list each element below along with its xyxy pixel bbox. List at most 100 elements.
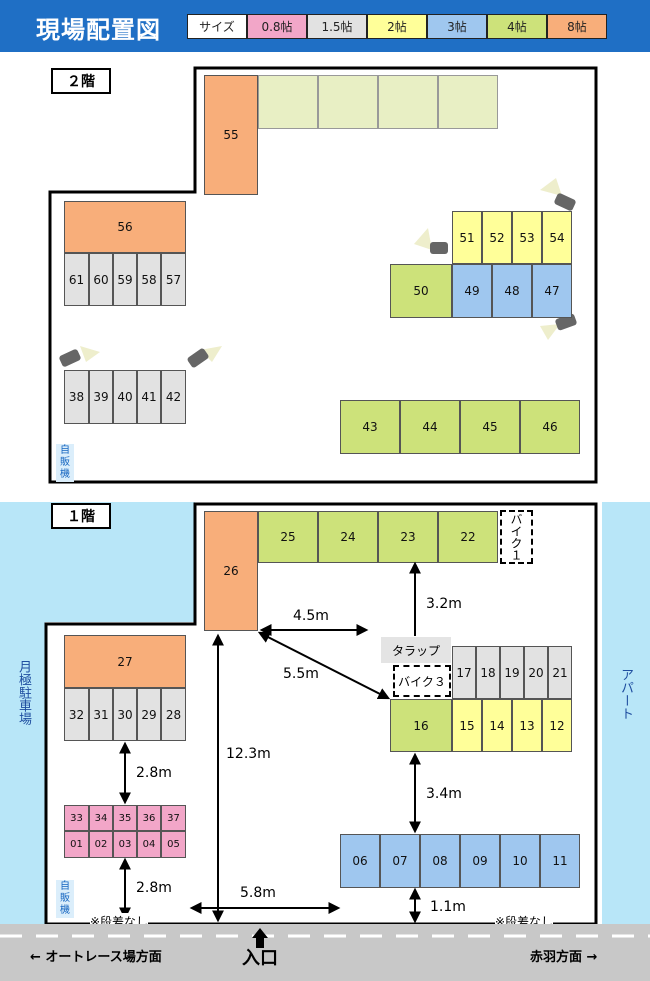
unit-32[interactable]: 32 xyxy=(64,688,89,741)
unit-22[interactable]: 22 xyxy=(438,511,498,563)
unit-43[interactable]: 43 xyxy=(340,400,400,454)
unit-55[interactable]: 55 xyxy=(204,75,258,195)
unit-05[interactable]: 05 xyxy=(161,831,186,858)
unit-52[interactable]: 52 xyxy=(482,211,512,264)
road-lane-marks xyxy=(0,928,650,948)
unit-47[interactable]: 47 xyxy=(532,264,572,318)
ladder-label: タラップ xyxy=(381,637,451,663)
vending-machine-floor2: 自販機 xyxy=(56,444,74,482)
legend-size: サイズ xyxy=(187,14,247,39)
measure-1-1m: 1.1m xyxy=(430,899,466,915)
unit-14[interactable]: 14 xyxy=(482,699,512,752)
measure-5-8m: 5.8m xyxy=(240,885,276,901)
unit-18[interactable]: 18 xyxy=(476,646,500,699)
spotlight-icon xyxy=(540,178,576,211)
measure-5-5m: 5.5m xyxy=(283,666,319,682)
measure-12-3m: 12.3m xyxy=(226,746,271,762)
spotlight-icon xyxy=(187,346,222,368)
unit-46[interactable]: 46 xyxy=(520,400,580,454)
spotlight-icon xyxy=(59,346,100,367)
unit-42[interactable]: 42 xyxy=(161,370,186,424)
vending-machine-floor1: 自販機 xyxy=(56,880,74,918)
unit-31[interactable]: 31 xyxy=(89,688,113,741)
unit-33[interactable]: 33 xyxy=(64,805,89,831)
bike-3-slot[interactable]: バイク３ xyxy=(393,665,451,697)
unit-08[interactable]: 08 xyxy=(420,834,460,888)
unit-03[interactable]: 03 xyxy=(113,831,137,858)
unit-10[interactable]: 10 xyxy=(500,834,540,888)
unit-21[interactable]: 21 xyxy=(548,646,572,699)
unit-41[interactable]: 41 xyxy=(137,370,161,424)
unit-12[interactable]: 12 xyxy=(542,699,572,752)
unit-04[interactable]: 04 xyxy=(137,831,161,858)
floor2-label: ２階 xyxy=(51,68,111,94)
unit-27[interactable]: 27 xyxy=(64,635,186,688)
unit-58[interactable]: 58 xyxy=(137,253,161,306)
unit-57[interactable]: 57 xyxy=(161,253,186,306)
unit-61[interactable]: 61 xyxy=(64,253,89,306)
measure-4-5m: 4.5m xyxy=(293,608,329,624)
entrance-label: 入口 xyxy=(242,948,278,969)
page-title: 現場配置図 xyxy=(36,16,161,44)
unit-07[interactable]: 07 xyxy=(380,834,420,888)
unit-59[interactable]: 59 xyxy=(113,253,137,306)
legend-8: 8帖 xyxy=(547,14,607,39)
measure-2-8m-top: 2.8m xyxy=(136,765,172,781)
unit-56[interactable]: 56 xyxy=(64,201,186,253)
unit-45[interactable]: 45 xyxy=(460,400,520,454)
road-right-direction: 赤羽方面 → xyxy=(530,950,598,965)
unit-28[interactable]: 28 xyxy=(161,688,186,741)
unit-29[interactable]: 29 xyxy=(137,688,161,741)
unit-13[interactable]: 13 xyxy=(512,699,542,752)
unit-48[interactable]: 48 xyxy=(492,264,532,318)
apartment-area xyxy=(602,502,650,924)
spotlight-icon xyxy=(414,228,448,254)
unit-23[interactable]: 23 xyxy=(378,511,438,563)
unit-30[interactable]: 30 xyxy=(113,688,137,741)
unit-44[interactable]: 44 xyxy=(400,400,460,454)
unit-37[interactable]: 37 xyxy=(161,805,186,831)
unit-06[interactable]: 06 xyxy=(340,834,380,888)
unit-53[interactable]: 53 xyxy=(512,211,542,264)
unit-blank xyxy=(438,75,498,129)
legend-3: 3帖 xyxy=(427,14,487,39)
road-left-direction: ← オートレース場方面 xyxy=(30,950,162,965)
unit-38[interactable]: 38 xyxy=(64,370,89,424)
unit-60[interactable]: 60 xyxy=(89,253,113,306)
unit-15[interactable]: 15 xyxy=(452,699,482,752)
unit-24[interactable]: 24 xyxy=(318,511,378,563)
measure-3-2m: 3.2m xyxy=(426,596,462,612)
bike-1-label: バイク１ xyxy=(509,513,523,561)
legend-08: 0.8帖 xyxy=(247,14,307,39)
unit-20[interactable]: 20 xyxy=(524,646,548,699)
unit-39[interactable]: 39 xyxy=(89,370,113,424)
unit-54[interactable]: 54 xyxy=(542,211,572,264)
unit-16[interactable]: 16 xyxy=(390,699,452,752)
legend-2: 2帖 xyxy=(367,14,427,39)
monthly-parking-label: 月極駐車場 xyxy=(16,660,31,725)
unit-02[interactable]: 02 xyxy=(89,831,113,858)
unit-35[interactable]: 35 xyxy=(113,805,137,831)
road xyxy=(0,924,650,981)
unit-51[interactable]: 51 xyxy=(452,211,482,264)
unit-50[interactable]: 50 xyxy=(390,264,452,318)
measure-3-4m: 3.4m xyxy=(426,786,462,802)
unit-01[interactable]: 01 xyxy=(64,831,89,858)
floor2-outline xyxy=(48,66,598,484)
unit-26[interactable]: 26 xyxy=(204,511,258,631)
unit-11[interactable]: 11 xyxy=(540,834,580,888)
unit-blank xyxy=(318,75,378,129)
unit-blank xyxy=(378,75,438,129)
unit-40[interactable]: 40 xyxy=(113,370,137,424)
unit-25[interactable]: 25 xyxy=(258,511,318,563)
unit-36[interactable]: 36 xyxy=(137,805,161,831)
unit-34[interactable]: 34 xyxy=(89,805,113,831)
unit-17[interactable]: 17 xyxy=(452,646,476,699)
unit-19[interactable]: 19 xyxy=(500,646,524,699)
floor1-label: １階 xyxy=(51,503,111,529)
bike-1-slot[interactable]: バイク１ xyxy=(500,510,533,564)
unit-09[interactable]: 09 xyxy=(460,834,500,888)
unit-49[interactable]: 49 xyxy=(452,264,492,318)
arrow-5-5m xyxy=(257,631,391,700)
